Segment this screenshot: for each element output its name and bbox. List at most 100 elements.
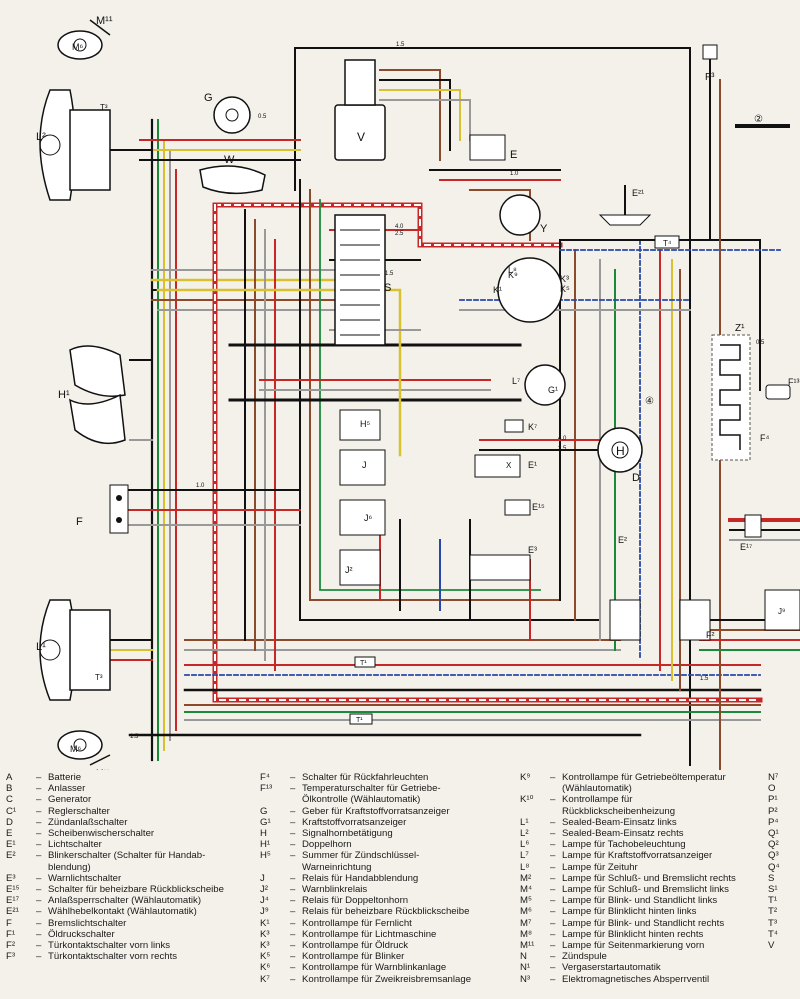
legend-code: K¹ (260, 917, 270, 929)
side-marker-bottom (57, 730, 111, 766)
legend-text: Kontrollampe für Warnblinkanlage (302, 962, 447, 974)
label-e2: E² (618, 535, 627, 545)
legend-dash: – (290, 940, 296, 952)
legend-text-continuation: Rückblickscheibenheizung (562, 805, 676, 817)
legend-dash: – (550, 872, 556, 884)
legend-dash: – (550, 816, 556, 828)
legend-dash: – (290, 872, 296, 884)
legend-code: L⁶ (520, 839, 530, 851)
legend-entry: B–Anlasser (6, 783, 224, 794)
legend-text: Kontrollampe für Fernlicht (302, 917, 412, 929)
legend-entry: K⁷–Kontrollampe für Zweikreisbremsanlage (260, 974, 471, 985)
label-m11-lower: M¹¹ (96, 768, 110, 770)
horn-h1 (69, 345, 126, 445)
legend-code: F¹³ (260, 783, 273, 795)
legend-text: Lampe für Tachobeleuchtung (562, 839, 686, 851)
legend-entry: M² –Lampe für Schluß- und Bremslicht rech… (520, 873, 736, 884)
legend-dash: – (290, 906, 296, 918)
legend-code: M⁸ (520, 928, 533, 940)
legend-entry: F¹³–Temperaturschalter für Getriebe- (260, 783, 471, 794)
legend-entry: M⁷–Lampe für Blink- und Standlicht recht… (520, 918, 736, 929)
legend-code: M² (520, 872, 532, 884)
legend-entry: S (768, 873, 798, 884)
legend-entry: A–Batterie (6, 772, 224, 783)
warning-lamp-k7 (504, 419, 524, 433)
legend-dash: – (36, 850, 42, 862)
legend-entry: C–Generator (6, 794, 224, 805)
label-g: G (204, 92, 213, 104)
legend-entry: K⁶–Kontrollampe für Warnblinkanlage (260, 962, 471, 973)
legend-dash: – (550, 772, 556, 783)
legend-code: Q⁴ (768, 861, 780, 873)
legend-entry: Q³ (768, 850, 798, 861)
legend-code: T³ (768, 917, 778, 929)
legend-code: D (6, 816, 13, 828)
legend-text: Vergaserstartautomatik (562, 962, 661, 974)
legend-entry: S¹ (768, 884, 798, 895)
legend-entry: T³ (768, 918, 798, 929)
legend-text: Lampe für Seitenmarkierung vorn (562, 940, 705, 952)
component-labels: M¹¹ M⁶ L² L¹ T³ T³ M⁶ M¹¹ H¹ F G W V E S… (36, 15, 800, 770)
label-t1-lower: T¹ (356, 717, 363, 724)
legend-text: Relais für Handabblendung (302, 872, 419, 884)
legend-dash: – (290, 917, 296, 929)
wiper-switch-w (199, 165, 266, 195)
legend-dash: – (550, 850, 556, 862)
legend-dash: – (36, 794, 42, 806)
label-f13: F¹³ (788, 377, 800, 387)
wire-bundles (109, 47, 800, 770)
legend-text: Schalter für Rückfahrleuchten (302, 772, 429, 783)
legend-code: K³ (260, 940, 270, 952)
legend-dash: – (550, 861, 556, 873)
legend-text: Doppelhorn (302, 839, 352, 851)
legend-dash: – (550, 884, 556, 896)
legend-text: Sealed-Beam-Einsatz links (562, 816, 677, 828)
legend-text: Kraftstoffvorratsanzeiger (302, 816, 407, 828)
legend-dash: – (290, 962, 296, 974)
legend-text: Öldruckschalter (48, 928, 115, 940)
legend-entry: T⁴ (768, 929, 798, 940)
label-h5: H⁵ (360, 419, 370, 429)
legend-text-continuation: Ölkontrolle (Wählautomatik) (302, 794, 421, 806)
legend-text: Lampe für Zeituhr (562, 861, 638, 873)
legend-entry: J⁹–Relais für beheizbare Rückblickscheib… (260, 906, 471, 917)
legend-code: K⁷ (260, 973, 270, 985)
legend-code: K¹⁰ (520, 794, 534, 806)
label-z1: Z¹ (735, 323, 745, 334)
legend-entry: H–Signalhornbetätigung (260, 828, 471, 839)
legend-dash: – (550, 962, 556, 974)
legend-entry: J²–Warnblinkrelais (260, 884, 471, 895)
legend-dash: – (290, 828, 296, 840)
legend-dash: – (290, 816, 296, 828)
light-switch-e1 (474, 454, 521, 478)
legend-entry: E³–Warnlichtschalter (6, 873, 224, 884)
legend-entry: E¹–Lichtschalter (6, 839, 224, 850)
label-e1: E¹ (528, 460, 537, 470)
wiper-motor-v (334, 59, 386, 161)
legend-code: J⁹ (260, 906, 269, 918)
label-l1: L¹ (36, 641, 46, 653)
relay-j6 (339, 499, 386, 536)
legend-text-continuation: Warneinrichtung (302, 861, 372, 873)
temperature-switch-f13 (765, 384, 791, 400)
legend-code: C (6, 794, 13, 806)
legend-code: C¹ (6, 805, 17, 817)
legend-entry: L⁶–Lampe für Tachobeleuchtung (520, 839, 736, 850)
legend-dash: – (550, 940, 556, 952)
door-switch-f3 (702, 44, 718, 60)
rear-window-switch-e15 (504, 499, 531, 516)
legend-code: O (768, 783, 776, 795)
wire-size-label: 2.5 (395, 231, 404, 237)
legend-text: Lampe für Blinklicht hinten links (562, 906, 697, 918)
legend-code: P¹ (768, 794, 778, 806)
legend-text: Lampe für Schluß- und Bremslicht rechts (562, 872, 736, 884)
label-e17: E¹⁷ (740, 542, 752, 552)
legend-code: E (6, 828, 13, 840)
ignition-switch-d (597, 427, 643, 473)
label-circle4: ④ (645, 396, 654, 407)
label-circle2: ② (754, 114, 763, 125)
flasher-relay-j2 (339, 549, 381, 586)
legend-entry: P² (768, 806, 798, 817)
